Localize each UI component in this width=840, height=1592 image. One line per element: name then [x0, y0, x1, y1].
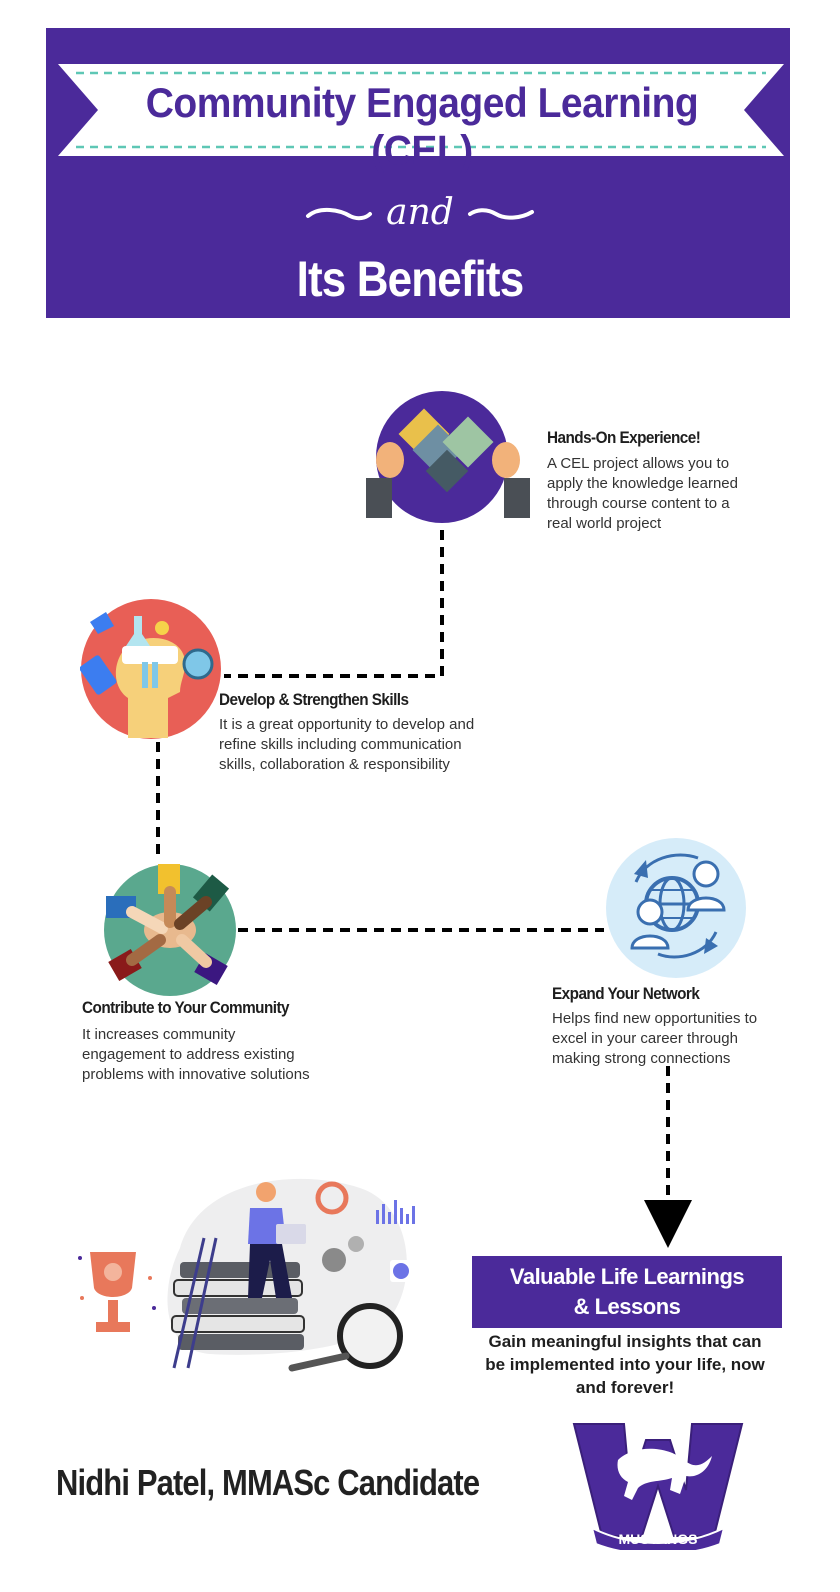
page-title: Community Engaged Learning (CEL): [145, 80, 699, 175]
brain-skills-icon: [79, 598, 222, 740]
author-name: Nidhi Patel, MMASc Candidate: [56, 1462, 480, 1503]
section-body-skills: It is a great opportunity to develop and…: [219, 716, 475, 773]
section-body-network: Helps find new opportunities to excel in…: [552, 1010, 758, 1067]
section-body-hands-on: A CEL project allows you to apply the kn…: [547, 455, 738, 532]
puzzle-hands-icon: [366, 386, 530, 524]
connector-text: and: [386, 192, 454, 233]
outcome-title-banner: Valuable Life Learnings & Lessons: [472, 1256, 782, 1328]
trophy-icon: [90, 1252, 136, 1332]
stacked-hands-icon: [102, 862, 238, 998]
section-body-community: It increases community engagement to add…: [82, 1026, 310, 1083]
section-title-community: Contribute to Your Community: [82, 998, 290, 1017]
global-network-icon: [606, 838, 746, 978]
mustang-w-logo-icon: MUSTANGS: [572, 1420, 744, 1556]
section-title-hands-on: Hands-On Experience!: [547, 428, 701, 447]
flourish-icon: [306, 208, 534, 221]
logo-text: MUSTANGS: [618, 1531, 697, 1547]
section-title-skills: Develop & Strengthen Skills: [219, 690, 409, 709]
outcome-title: Valuable Life Learnings & Lessons: [509, 1264, 745, 1319]
page-subtitle: Its Benefits: [296, 251, 524, 307]
outcome-body: Gain meaningful insights that can be imp…: [485, 1332, 765, 1397]
arrow-down-icon: [644, 1200, 692, 1248]
section-title-network: Expand Your Network: [552, 984, 700, 1003]
ribbon-shape: [58, 64, 784, 156]
study-success-illustration: [70, 1168, 440, 1374]
